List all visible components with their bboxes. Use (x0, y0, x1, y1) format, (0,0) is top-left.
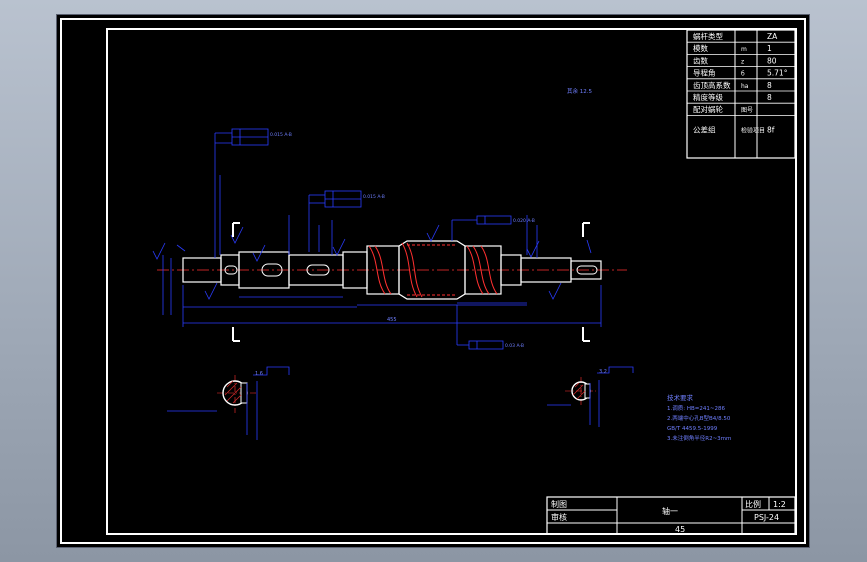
general-roughness-note: 其余 12.5 (567, 87, 592, 95)
drawing-number: PSJ-24 (754, 513, 779, 522)
section-right-roughness: 3.2 (599, 369, 607, 375)
param-label: 配对蜗轮 (693, 104, 723, 114)
section-left-roughness: 1.6 (255, 371, 263, 377)
param-symbol: ha (741, 83, 749, 90)
tolerance-callout-2: 0.015 A-B (363, 194, 385, 200)
drawing-frame (106, 28, 797, 535)
cad-viewport[interactable]: 蜗杆类型 ZA 模数 m 1 齿数 z 80 导程角 б 5.71° 齿顶高系数 ha 8 精度等级 8 配对蜗… (56, 14, 810, 548)
drawing-border (60, 18, 806, 544)
param-symbol: m (741, 46, 747, 53)
param-value: 8 (767, 81, 772, 90)
param-label: 公差组 (693, 124, 716, 134)
param-label: 齿数 (693, 55, 708, 65)
tolerance-callout-1: 0.015 A-B (270, 132, 292, 138)
param-value: 1 (767, 44, 772, 53)
param-symbol: 检验项目 (741, 126, 765, 134)
part-name: 轴一 (662, 506, 678, 516)
overall-length-dim: 455 (387, 317, 397, 323)
scale-label: 比例 (745, 499, 761, 509)
tolerance-callout-3: 0.020 A-B (513, 218, 535, 224)
section-view-right: 3.2 (547, 366, 634, 427)
scale-value: 1:2 (773, 500, 786, 509)
param-label: 导程角 (693, 68, 716, 78)
worm-parameter-table: 蜗杆类型 ZA 模数 m 1 齿数 z 80 导程角 б 5.71° 齿顶高系数 ha 8 精度等级 8 配对蜗… (686, 29, 796, 159)
param-label: 模数 (693, 43, 708, 53)
section-view-left: 1.6 (167, 366, 290, 440)
checked-by-label: 审核 (551, 512, 567, 522)
param-value: 8f (767, 125, 775, 134)
param-symbol: z (741, 58, 744, 65)
param-label: 齿顶高系数 (693, 80, 731, 90)
technical-requirements: 技术要求 1.调质: HB=241~286 2.两端中心孔B型B4/8.50 G… (667, 393, 731, 442)
tech-req-line-3: GB/T 4459.5-1999 (667, 426, 718, 432)
param-value: 5.71° (767, 69, 788, 78)
shaft-drawing: 蜗杆类型 ZA 模数 m 1 齿数 z 80 导程角 б 5.71° 齿顶高系数 ha 8 精度等级 8 配对蜗… (152, 29, 796, 535)
tech-req-heading: 技术要求 (667, 393, 694, 402)
param-label: 精度等级 (693, 92, 723, 102)
param-symbol: б (741, 71, 745, 78)
tech-req-line-1: 1.调质: HB=241~286 (667, 404, 725, 412)
param-value: 8 (767, 93, 772, 102)
drawn-by-label: 制图 (551, 499, 567, 509)
tolerance-callout-4: 0.03 A-B (505, 343, 524, 349)
shaft-main-view: 0.015 A-B 0.015 A-B 0.020 A-B 0.03 A-B 4… (152, 128, 627, 350)
param-label: 蜗杆类型 (693, 31, 723, 41)
tech-req-line-2: 2.两端中心孔B型B4/8.50 (667, 414, 731, 422)
material-value: 45 (675, 525, 685, 534)
param-value: 80 (767, 56, 777, 65)
tech-req-line-4: 3.未注倒角半径R2~3mm (667, 434, 731, 442)
title-block: 制图 审核 轴一 45 比例 1:2 PSJ-24 (546, 496, 796, 535)
param-value: ZA (767, 32, 778, 41)
param-symbol: 图号 (741, 107, 753, 114)
